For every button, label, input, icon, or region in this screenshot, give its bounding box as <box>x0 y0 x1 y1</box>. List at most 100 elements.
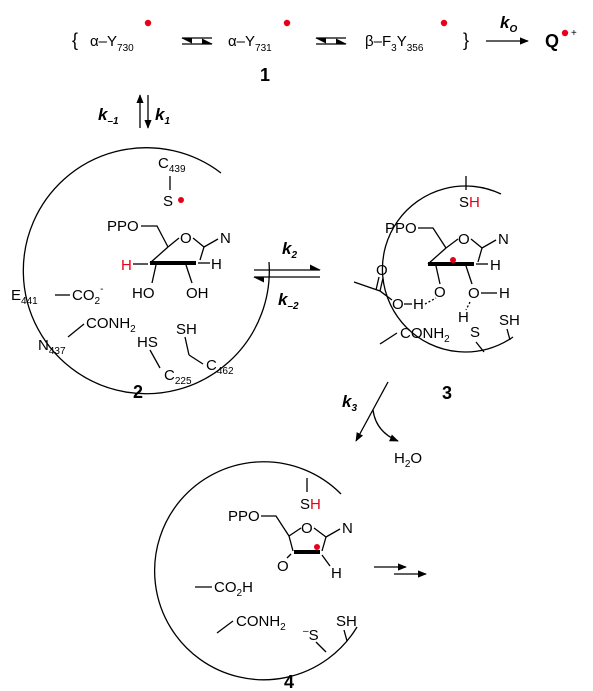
sh-low: SH <box>336 613 357 630</box>
h-bond <box>465 301 471 311</box>
radical-dot <box>178 197 184 203</box>
asn-bond <box>67 323 85 338</box>
k-minus1-label: k–1 <box>98 105 119 127</box>
middle-o: O <box>434 284 446 301</box>
sh-top: SH <box>459 194 480 211</box>
h-label: H <box>211 256 222 273</box>
oh-label: OH <box>186 285 209 302</box>
ring-bond <box>192 237 205 261</box>
protein-boundary <box>153 461 358 681</box>
ring-oxygen: O <box>458 231 470 248</box>
left-brace: { <box>72 30 78 50</box>
radical-dot <box>314 544 320 550</box>
water-label: H2O <box>394 450 422 470</box>
ppo-bond <box>261 515 290 537</box>
plus-charge: + <box>571 28 577 39</box>
ring-oxygen: O <box>301 520 313 537</box>
cys-bond <box>315 641 327 653</box>
conh2-label: CONH2 <box>400 325 450 345</box>
cys-bond <box>506 328 511 341</box>
bridge-h: H <box>458 309 469 326</box>
k3-arrow <box>355 381 389 442</box>
ppo-label: PPO <box>228 508 260 525</box>
sh-label: SH <box>176 321 197 338</box>
alpha-y731: α–Y731 <box>228 33 272 54</box>
cys-bond <box>475 341 485 353</box>
co-bond <box>435 265 441 285</box>
conh2-label: CONH2 <box>236 613 286 633</box>
water-loss-arrow <box>372 409 399 442</box>
co-bond <box>465 265 473 285</box>
c462-label: C462 <box>206 357 234 377</box>
label-3: 3 <box>442 383 452 403</box>
radical-transfer-pathway: { α–Y730 α–Y731 β–F3Y356 } kO Q + 1 <box>72 13 577 85</box>
e441-label: E441 <box>11 287 38 307</box>
cys-bond <box>184 336 190 356</box>
radical-dot <box>144 19 152 27</box>
ketone-o: O <box>277 558 289 575</box>
n437-label: N437 <box>38 337 66 357</box>
cys-bond <box>343 629 348 642</box>
thiolate-label: –S <box>303 626 319 644</box>
multistep-arrow <box>374 563 427 578</box>
label-2: 2 <box>133 382 143 402</box>
compound-4: SH PPO O N O H CO2H CONH2 –S SH 4 <box>153 461 358 691</box>
conh2-label: CONH2 <box>86 315 136 335</box>
acid-h: H <box>413 296 424 313</box>
k3-step: k3 H2O <box>342 381 422 470</box>
hs-label: HS <box>137 334 158 351</box>
co-bond <box>151 264 157 284</box>
n-bond <box>481 239 497 249</box>
acid-bond <box>353 281 393 301</box>
q-radical-cation: Q <box>545 31 559 51</box>
ring-bond <box>149 246 169 264</box>
ppo-label: PPO <box>385 220 417 237</box>
sh-low: SH <box>499 312 520 329</box>
ring-bond <box>445 238 459 249</box>
ppo-bond <box>141 225 169 248</box>
ppo-bond <box>418 227 447 249</box>
ppo-label: PPO <box>107 218 139 235</box>
ring-oxygen: O <box>180 230 192 247</box>
c439-label: C439 <box>158 155 186 175</box>
k3-label: k3 <box>342 392 357 414</box>
protein-boundary <box>381 185 514 353</box>
radical-dot <box>561 29 569 37</box>
compound-2: C439 S PPO O N H H HO OH E441 CO2- CONH2… <box>11 147 270 402</box>
k-minus2-label: k–2 <box>278 290 299 312</box>
ch-bond <box>321 554 331 567</box>
radical-dot <box>450 257 456 263</box>
k-o-label: kO <box>500 13 517 35</box>
carbonyl-bond <box>375 276 380 291</box>
s-radical: S <box>163 193 173 210</box>
asn-bond <box>216 620 234 634</box>
alpha-y730: α–Y730 <box>90 33 134 54</box>
k2-equilibrium: k2 k–2 <box>253 239 321 312</box>
right-brace: } <box>463 30 469 50</box>
k2-label: k2 <box>282 239 297 261</box>
protein-boundary <box>22 147 270 395</box>
n-label: N <box>342 520 353 537</box>
right-o: O <box>468 285 480 302</box>
beta-f3y356: β–F3Y356 <box>365 33 424 54</box>
n-label: N <box>498 231 509 248</box>
sh-top: SH <box>300 496 321 513</box>
radical-dot <box>283 19 291 27</box>
n-label: N <box>220 230 231 247</box>
acid-o: O <box>392 296 404 313</box>
carbonyl-o: O <box>376 262 388 279</box>
carbonyl-bond <box>379 277 384 292</box>
carboxylate-label: CO2- <box>72 284 103 307</box>
ring-bond <box>288 527 302 537</box>
co-bond <box>286 553 292 559</box>
asn-bond <box>379 332 398 345</box>
label-1: 1 <box>260 65 270 85</box>
ring-bond <box>167 237 180 248</box>
co2h-label: CO2H <box>214 579 253 599</box>
radical-dot <box>440 19 448 27</box>
cys-bond <box>188 354 204 365</box>
ho-label: HO <box>132 285 155 302</box>
h-label: H <box>490 257 501 274</box>
h-label: H <box>331 565 342 582</box>
